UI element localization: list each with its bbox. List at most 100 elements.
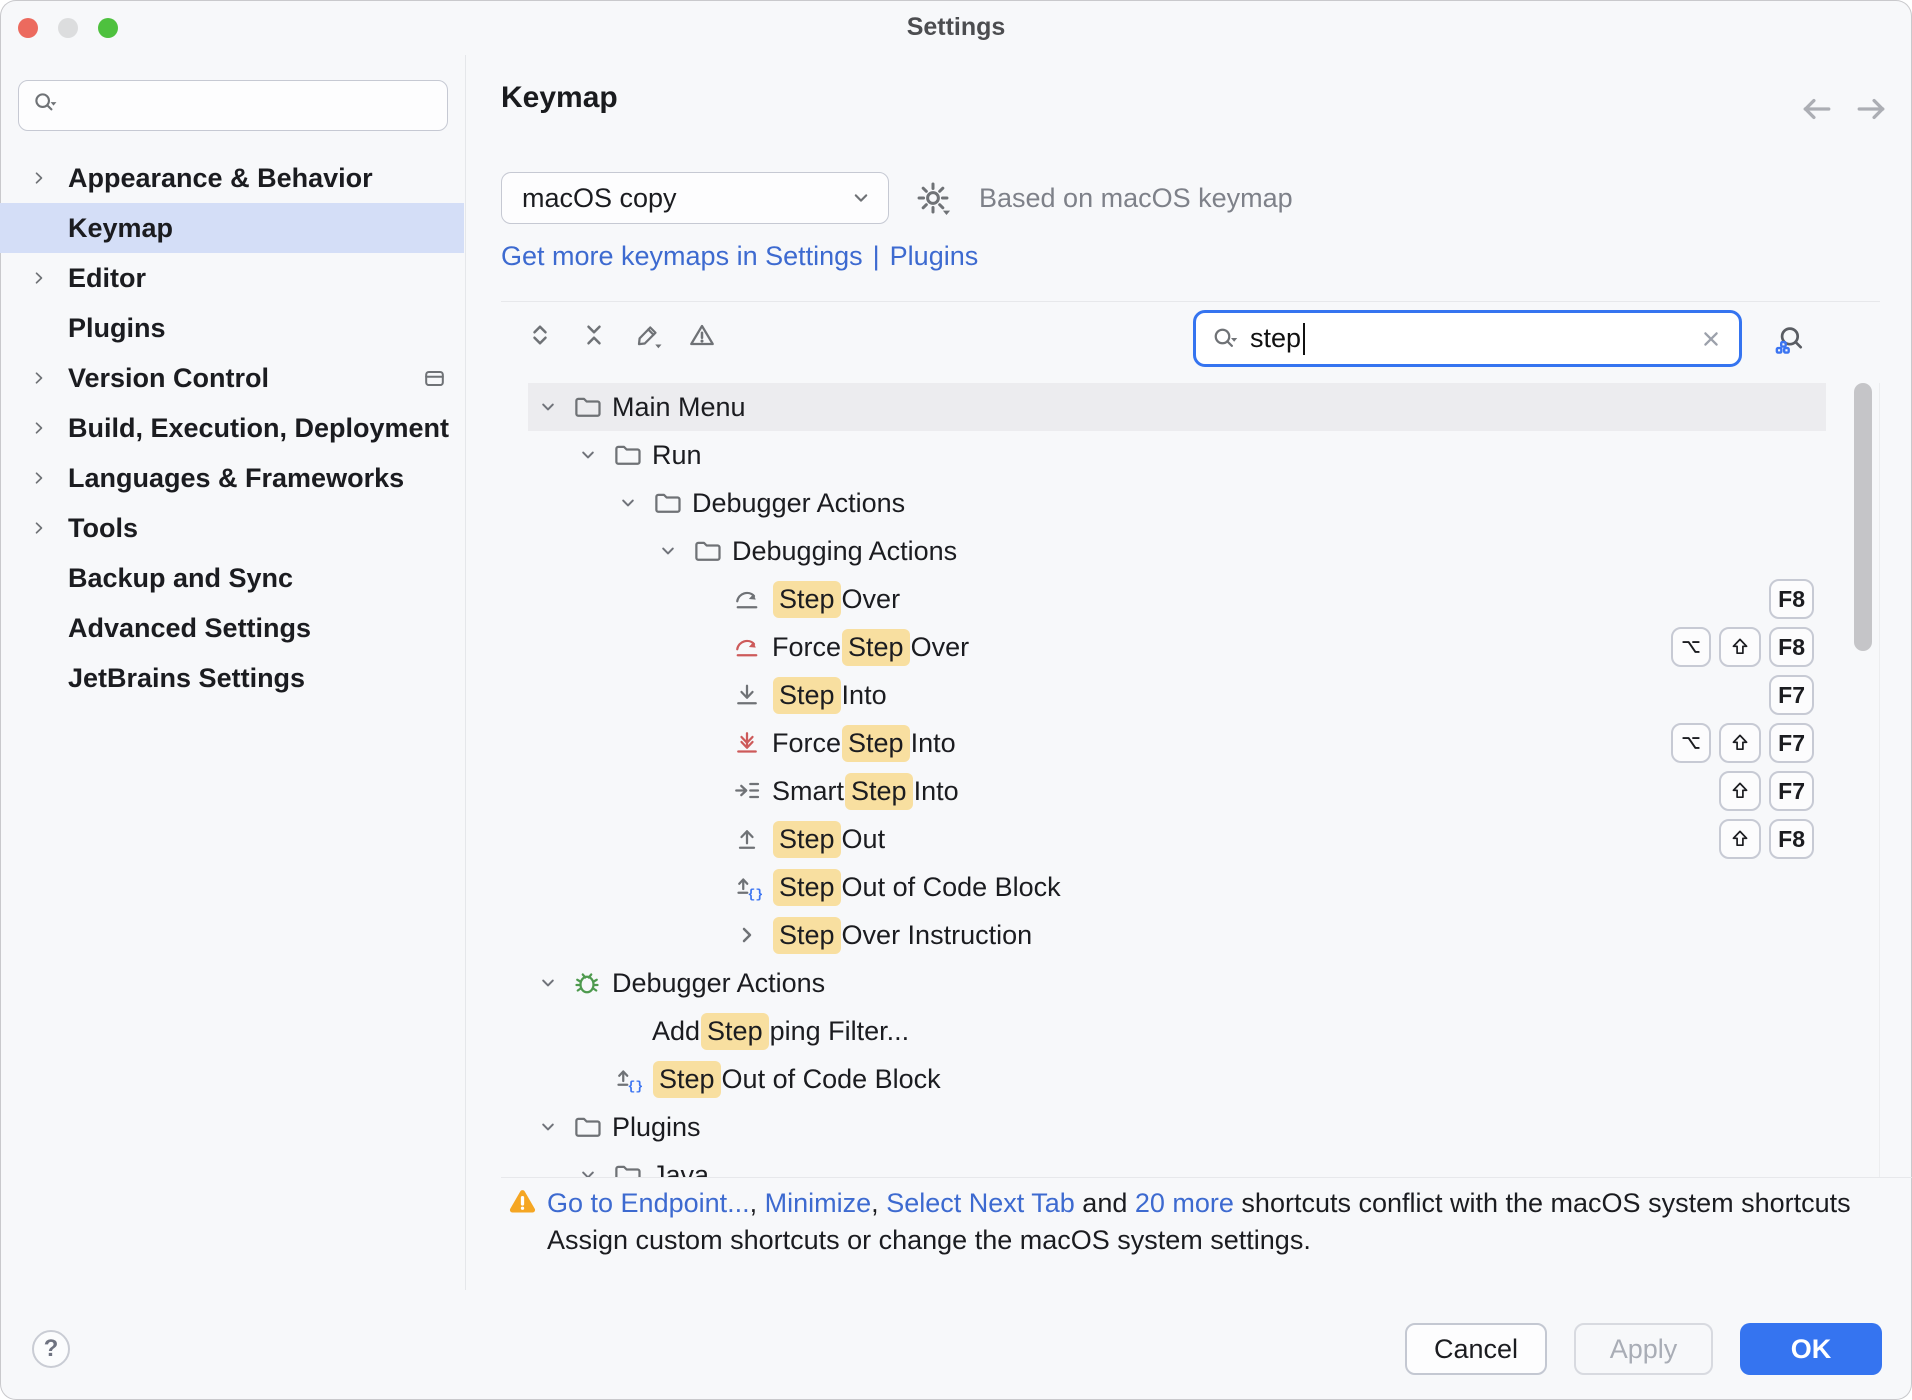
- key-badge: F8: [1769, 627, 1814, 667]
- chevron-down-icon[interactable]: [528, 395, 568, 419]
- minimize-window-button[interactable]: [58, 18, 78, 38]
- chevron-right-icon: [28, 467, 68, 489]
- close-x-icon: [1704, 331, 1718, 346]
- tree-row-label: Plugins: [612, 1111, 701, 1142]
- chevron-down-icon: [542, 979, 554, 987]
- tree-row-label: Debugger Actions: [612, 967, 826, 998]
- svg-text:{}: {}: [628, 1079, 643, 1094]
- sidebar-item-advanced-settings[interactable]: Advanced Settings: [0, 603, 464, 653]
- help-button[interactable]: ?: [32, 1330, 70, 1368]
- search-match-highlight: Step: [773, 580, 841, 618]
- step-over-icon: [736, 591, 758, 609]
- arrow-left-icon: [1803, 98, 1831, 120]
- force-step-over-icon: [736, 639, 758, 657]
- tree-row-step-out-of-code-block-2[interactable]: {}Step Out of Code Block: [528, 1055, 1826, 1103]
- sidebar-item-label: Build, Execution, Deployment: [68, 412, 450, 443]
- warning-text-segment: ,: [749, 1188, 765, 1218]
- gear-icon[interactable]: [913, 178, 953, 218]
- sidebar-item-languages-frameworks[interactable]: Languages & Frameworks: [0, 453, 464, 503]
- ok-button[interactable]: OK: [1740, 1323, 1882, 1375]
- tree-row-debugger-actions-group[interactable]: Debugger Actions: [528, 959, 1826, 1007]
- chevron-down-icon[interactable]: [528, 1115, 568, 1139]
- tree-row-step-out-of-code-block[interactable]: {}Step Out of Code Block: [528, 863, 1826, 911]
- get-more-keymaps-link[interactable]: Get more keymaps in Settings: [501, 241, 863, 271]
- collapse-all-button[interactable]: [576, 317, 612, 353]
- chevron-right-icon: [28, 417, 68, 439]
- sidebar-item-jetbrains-settings[interactable]: JetBrains Settings: [0, 653, 464, 703]
- tree-row-plugins-folder[interactable]: Plugins: [528, 1103, 1826, 1151]
- chevron-down-icon: [542, 403, 554, 411]
- apply-button[interactable]: Apply: [1574, 1323, 1713, 1375]
- plugins-link[interactable]: Plugins: [889, 241, 979, 271]
- sidebar-item-tools[interactable]: Tools: [0, 503, 464, 553]
- tree-row-step-over-instruction[interactable]: Step Over Instruction: [528, 911, 1826, 959]
- sidebar-item-label: Plugins: [68, 312, 166, 343]
- tree-row-debugger-actions-folder[interactable]: Debugger Actions: [528, 479, 1826, 527]
- chevron-down-icon[interactable]: [568, 1163, 608, 1177]
- smart-step-into-icon: [735, 782, 760, 799]
- chevron-down-icon[interactable]: [648, 539, 688, 563]
- chevron-down-icon[interactable]: [568, 443, 608, 467]
- cancel-button[interactable]: Cancel: [1405, 1323, 1547, 1375]
- tree-row-run[interactable]: Run: [528, 431, 1826, 479]
- tree-scrollbar[interactable]: [1854, 383, 1872, 651]
- warn-outline-button[interactable]: [684, 317, 720, 353]
- tree-row-main-menu[interactable]: Main Menu: [528, 383, 1826, 431]
- tree-row-label: Force Step Into: [772, 724, 956, 762]
- svg-text:{}: {}: [748, 887, 763, 902]
- conflict-warning: Go to Endpoint..., Minimize, Select Next…: [506, 1185, 1851, 1259]
- step-out-block-icon: {}: [608, 1064, 646, 1094]
- chevron-down-icon[interactable]: [528, 971, 568, 995]
- chevron-down-icon[interactable]: [608, 491, 648, 515]
- sidebar-item-plugins[interactable]: Plugins: [0, 303, 464, 353]
- search-match-highlight: Step: [773, 676, 841, 714]
- collapse-all-icon: [587, 325, 601, 345]
- sidebar-item-build-execution-deployment[interactable]: Build, Execution, Deployment: [0, 403, 464, 453]
- shift-key-badge: [1719, 627, 1762, 667]
- keymap-filter-input[interactable]: step: [1193, 310, 1742, 367]
- settings-search-input[interactable]: [18, 80, 448, 131]
- chevron-right-icon: [28, 167, 68, 189]
- footer-buttons: Cancel Apply OK: [1405, 1323, 1882, 1375]
- sidebar-item-keymap[interactable]: Keymap: [0, 203, 464, 253]
- chevron-right-icon: [35, 422, 43, 434]
- find-actions-by-shortcut-button[interactable]: [1770, 321, 1808, 359]
- tree-row-label: Step Into: [772, 676, 887, 714]
- sidebar-item-backup-and-sync[interactable]: Backup and Sync: [0, 553, 464, 603]
- expand-all-button[interactable]: [522, 317, 558, 353]
- sidebar-item-version-control[interactable]: Version Control: [0, 353, 464, 403]
- search-query: step: [1250, 323, 1302, 353]
- folder-icon: [575, 1117, 601, 1137]
- sidebar-item-appearance-behavior[interactable]: Appearance & Behavior: [0, 153, 464, 203]
- warning-link-20-more[interactable]: 20 more: [1134, 1188, 1234, 1218]
- keymap-select[interactable]: macOS copy: [501, 172, 889, 224]
- tree-row-debugging-actions-folder[interactable]: Debugging Actions: [528, 527, 1826, 575]
- chevron-right-lg-icon: [742, 927, 752, 943]
- tree-row-java-folder[interactable]: Java: [528, 1151, 1826, 1177]
- warning-link-select-next-tab[interactable]: Select Next Tab: [886, 1188, 1075, 1218]
- warning-link-minimize[interactable]: Minimize: [764, 1188, 872, 1218]
- chevron-right-icon: [35, 172, 43, 184]
- close-window-button[interactable]: [18, 18, 38, 38]
- warning-link-go-to-endpoint[interactable]: Go to Endpoint...: [547, 1188, 750, 1218]
- shortcut-keys: F8: [1671, 627, 1814, 667]
- folder-icon: [608, 1160, 646, 1177]
- search-match-highlight: Step: [773, 868, 841, 906]
- search-icon: [1210, 324, 1240, 354]
- search-match-highlight: Step: [842, 628, 910, 666]
- edit-button[interactable]: [630, 317, 666, 353]
- clear-search-icon[interactable]: [1697, 325, 1725, 353]
- back-arrow-icon[interactable]: [1798, 91, 1834, 132]
- zoom-window-button[interactable]: [98, 18, 118, 38]
- forward-arrow-icon[interactable]: [1854, 91, 1890, 132]
- arrow-right-icon: [1857, 98, 1885, 120]
- sidebar-item-editor[interactable]: Editor: [0, 253, 464, 303]
- step-out-icon: [728, 824, 766, 854]
